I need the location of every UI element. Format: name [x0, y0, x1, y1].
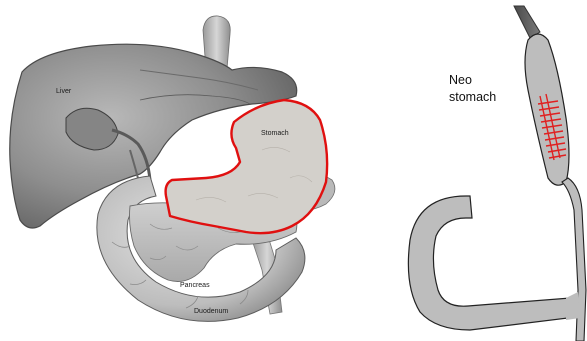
left-illustration: Liver Stomach Pancreas Duodenum	[10, 16, 335, 321]
bowel-loop	[408, 196, 570, 330]
right-schematic: Neo stomach	[408, 6, 586, 341]
label-neo: Neo	[449, 73, 472, 87]
loop-junction	[566, 292, 580, 320]
esophagus	[514, 6, 540, 38]
label-stomach: Stomach	[261, 130, 289, 137]
label-duodenum: Duodenum	[194, 308, 228, 315]
label-liver: Liver	[56, 88, 72, 95]
neo-stomach-tube	[525, 34, 569, 185]
label-stomach-right: stomach	[449, 90, 496, 104]
label-pancreas: Pancreas	[180, 282, 210, 289]
